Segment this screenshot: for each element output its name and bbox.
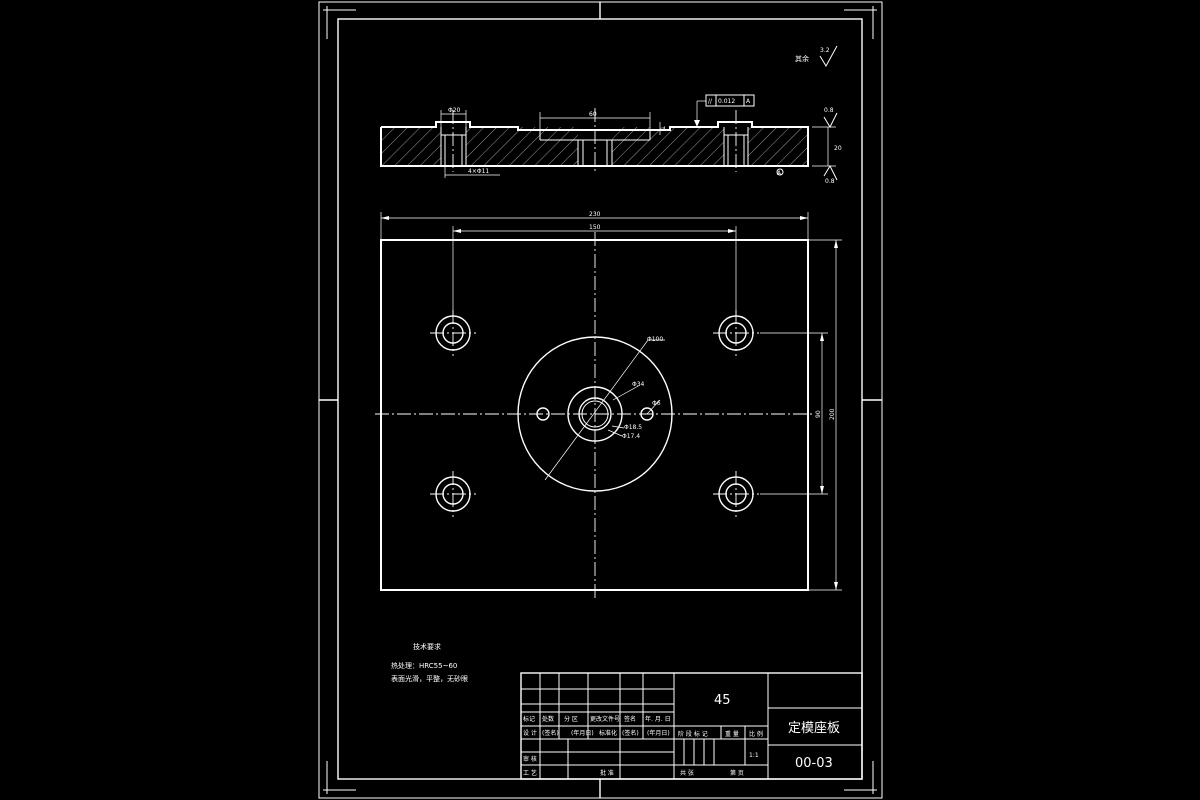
dim-right-small: 4 (662, 126, 666, 133)
tb-process: 工 艺 (523, 769, 537, 777)
tb-header-count: 处数 (542, 715, 554, 723)
tolerance-frame: // 0.012 A (694, 94, 755, 127)
trim-marks (323, 6, 877, 794)
tolerance-value: 0.012 (718, 98, 735, 105)
tb-scale: 1:1 (749, 752, 759, 759)
roughness-label: 其余 (795, 54, 809, 63)
section-hatch-mid-right (612, 127, 724, 166)
title-block: 标记 处数 分 区 更改文件号 签名 年. 月. 日 设 计 (签名) (年月日… (520, 672, 863, 780)
roughness-note: 其余 3.2 (795, 45, 838, 68)
dim-d185: Φ18.5 (624, 424, 642, 431)
roughness-top: 0.8 (824, 107, 834, 114)
tb-header-changefile: 更改文件号 (590, 715, 620, 723)
dim-height-overall: 200 (829, 408, 836, 420)
dim-width-overall: 230 (589, 211, 601, 218)
dim-bolt: 4×Φ11 (468, 168, 489, 175)
tb-design-date: (年月日) (571, 729, 594, 737)
tb-part-name: 定模座板 (788, 721, 840, 736)
tb-material: 45 (714, 693, 731, 708)
tb-standard-date: (年月日) (647, 729, 670, 737)
small-hole-right (640, 407, 654, 421)
section-outline (380, 121, 809, 167)
tb-sheet-page: 第 页 (730, 769, 744, 777)
tolerance-symbol: // (708, 98, 713, 105)
section-hatch-left (381, 127, 441, 166)
centering-marks (319, 2, 882, 798)
dim-big-circle: Φ100 (647, 336, 663, 343)
dim-d174: Φ17.4 (622, 433, 640, 440)
tolerance-datum: A (746, 98, 751, 105)
dim-d34: Φ34 (632, 381, 645, 388)
tech-requirements: 技术要求 热处理：HRC55~60 表面光滑，平整，无砂眼 (391, 642, 468, 683)
section-hatch-right (748, 127, 808, 166)
tb-standard-sign: (签名) (622, 729, 639, 737)
tb-design-label: 设 计 (523, 729, 537, 737)
tb-header-date: 年. 月. 日 (645, 715, 671, 723)
bolt-holes (435, 315, 754, 512)
section-hatch-mid-left (466, 127, 578, 166)
roughness-symbol (819, 45, 838, 68)
tech-req-line2: 表面光滑，平整，无砂眼 (391, 674, 468, 683)
tb-header-zone: 分 区 (564, 715, 578, 723)
tb-scale-label: 比 例 (749, 730, 763, 738)
roughness-bottom: 0.8 (825, 178, 835, 185)
tb-approve: 批 准 (600, 769, 614, 777)
dim-height: 20 (834, 145, 842, 152)
tech-req-line1: 热处理：HRC55~60 (391, 661, 457, 670)
tb-header-mark: 标记 (523, 715, 535, 723)
tb-header-sign: 签名 (624, 715, 636, 723)
dim-top-left: Φ20 (448, 107, 461, 114)
dim-center: 60 (589, 111, 597, 118)
dim-d6: Φ6 (652, 400, 661, 407)
dim-width-holes: 150 (589, 224, 601, 231)
section-view: Φ20 60 4 4×Φ11 20 // 0.012 A 0.8 0.8 A (380, 94, 842, 185)
tb-design-sign: (签名) (542, 729, 559, 737)
tb-review: 审 核 (523, 755, 537, 763)
large-circle (517, 336, 673, 492)
tech-req-title: 技术要求 (413, 642, 441, 651)
small-hole-left (536, 407, 550, 421)
tb-sheet-total: 共 张 (680, 769, 694, 777)
tb-drawing-no: 00-03 (795, 756, 833, 771)
dim-height-holes: 90 (815, 410, 822, 418)
datum-label: A (777, 170, 782, 177)
roughness-value: 3.2 (820, 47, 830, 54)
tb-weight-label: 重 量 (725, 730, 739, 738)
plan-view: Φ100 Φ34 Φ18.5 Φ17.4 Φ6 230 150 90 200 (375, 211, 842, 598)
plate-outline (380, 239, 809, 591)
tb-stage-label: 阶 段 标 记 (678, 730, 708, 738)
tb-standard-label: 标准化 (599, 729, 617, 737)
